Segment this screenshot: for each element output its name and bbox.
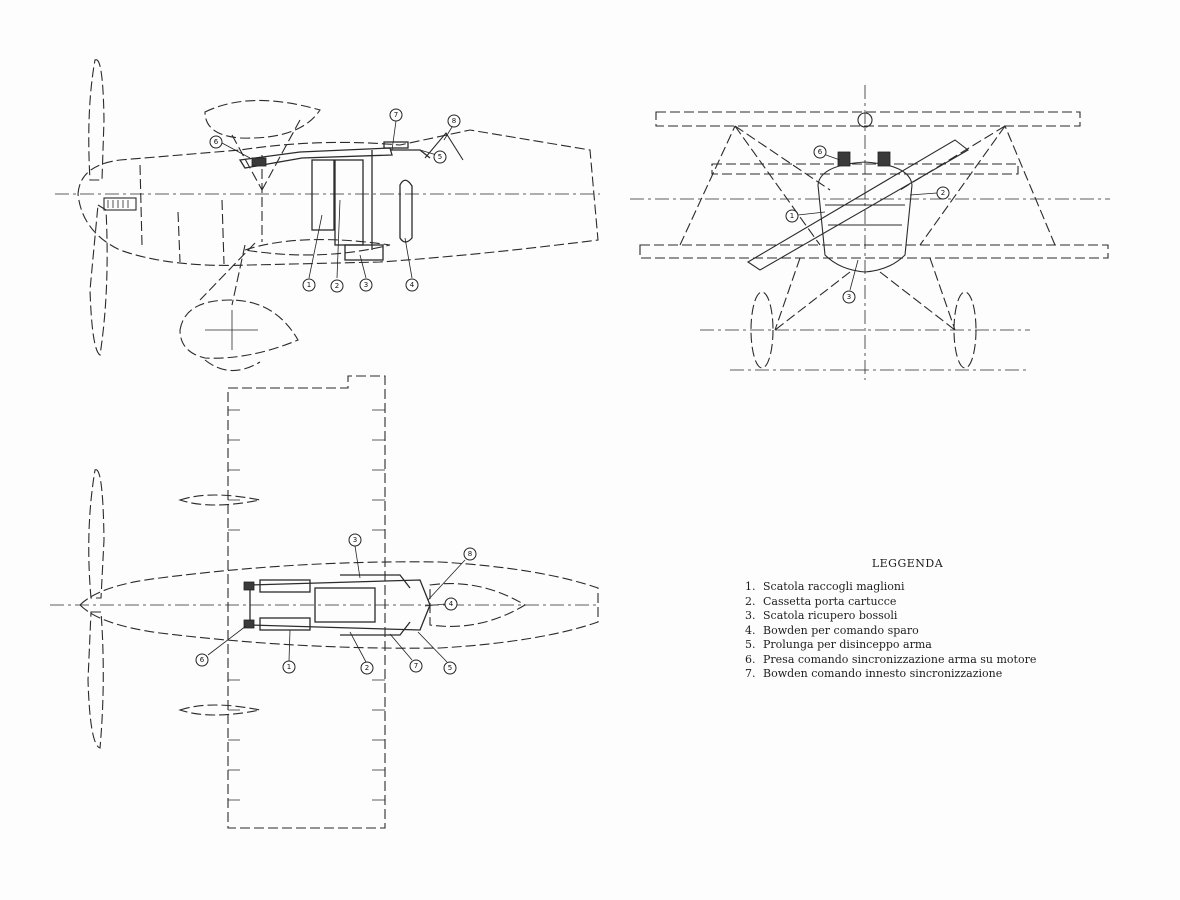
- front-lower-wing: [639, 244, 1109, 259]
- legend: LEGGENDA 1.Scatola raccogli maglioni 2.C…: [745, 557, 1165, 682]
- top-fuselage: [79, 561, 599, 649]
- side-callout-8: 8: [452, 117, 456, 125]
- side-view: 1 2 3 4 5 6 7 8: [55, 59, 600, 372]
- front-view: 6 1 2 3: [630, 85, 1110, 380]
- side-fuselage: [77, 129, 599, 266]
- legend-item: 6.Presa comando sincronizzazione arma su…: [745, 652, 1037, 666]
- legend-item: 3.Scatola ricupero bossoli: [745, 609, 898, 622]
- front-callout-1: 1: [790, 212, 794, 220]
- legend-list: 1.Scatola raccogli maglioni 2.Cassetta p…: [745, 580, 1165, 682]
- side-belt-box: [311, 159, 335, 231]
- legend-item: 1.Scatola raccogli maglioni: [745, 580, 905, 593]
- side-upper-wing: [204, 99, 321, 139]
- side-wheel-spat: [179, 299, 299, 359]
- front-propeller: [746, 139, 969, 271]
- side-callout-6: 6: [214, 138, 219, 146]
- legend-item: 5.Prolunga per disinceppo arma: [745, 638, 932, 651]
- side-callout-2: 2: [335, 282, 339, 290]
- legend-item: 7.Bowden comando innesto sincronizzazion…: [745, 667, 1003, 680]
- side-cartridge-box: [334, 159, 364, 246]
- side-exhaust: [103, 197, 137, 211]
- side-bowden: [399, 179, 413, 243]
- side-lower-wing: [244, 239, 391, 256]
- side-callout-7: 7: [394, 111, 398, 119]
- side-callout-3: 3: [364, 281, 368, 289]
- side-propeller-lower: [89, 204, 108, 356]
- side-callout-4: 4: [410, 281, 415, 289]
- top-callout-3: 3: [353, 536, 357, 544]
- front-callout-2: 2: [941, 189, 945, 197]
- front-gun-right: [877, 151, 891, 167]
- top-callout-5: 5: [448, 664, 452, 672]
- side-callout-1: 1: [307, 281, 311, 289]
- legend-item: 4.Bowden per comando sparo: [745, 623, 919, 637]
- top-callout-8: 8: [468, 550, 472, 558]
- top-view: 3 8 4 6 1 2 7 5: [50, 375, 600, 829]
- front-gun-left: [837, 151, 851, 167]
- top-propeller-lower: [87, 611, 104, 749]
- top-callout-7: 7: [414, 662, 418, 670]
- top-callout-2: 2: [365, 664, 369, 672]
- top-callout-1: 1: [287, 663, 291, 671]
- side-callout-5: 5: [438, 153, 442, 161]
- legend-item: 2.Cassetta porta cartucce: [745, 594, 897, 608]
- side-shell-box: [344, 244, 384, 261]
- side-machine-gun: [238, 147, 393, 169]
- top-propeller-upper: [88, 469, 105, 599]
- front-wheel-left: [750, 291, 774, 369]
- top-wing: [227, 375, 386, 829]
- top-callout-4: 4: [449, 600, 454, 608]
- front-callout-6: 6: [818, 148, 823, 156]
- top-gun-bay: [249, 579, 431, 631]
- top-cockpit: [429, 583, 527, 627]
- side-propeller-upper: [88, 59, 105, 181]
- legend-title: LEGGENDA: [871, 557, 944, 570]
- top-callout-6: 6: [200, 656, 205, 664]
- front-callout-3: 3: [847, 293, 851, 301]
